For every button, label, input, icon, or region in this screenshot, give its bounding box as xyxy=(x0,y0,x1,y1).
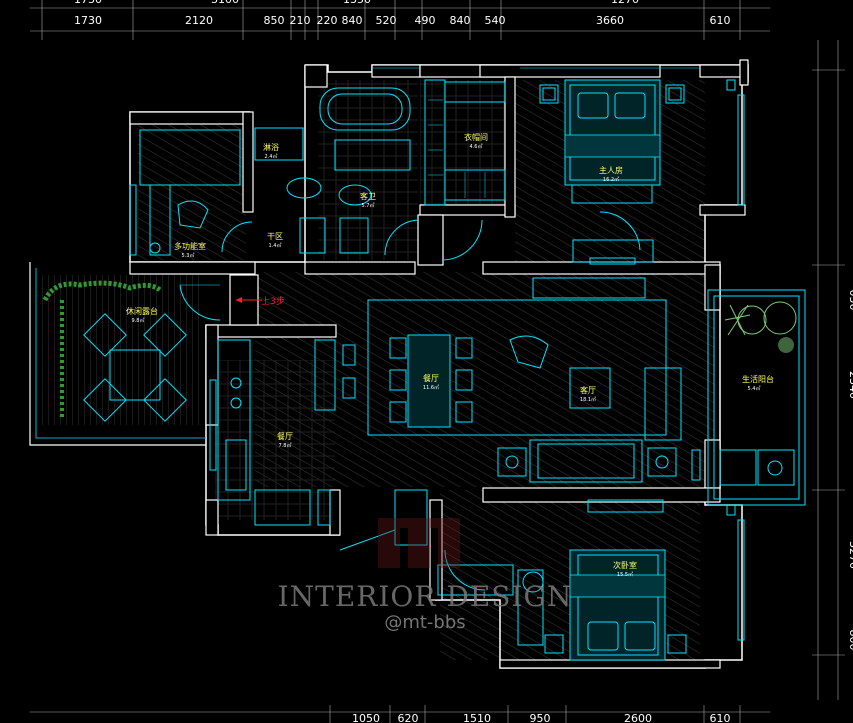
dim-bottom-1: 1050 xyxy=(352,712,380,723)
room-area-dry-area: 1.4㎡ xyxy=(269,242,282,249)
top-partial-dimensions: 1730 3100 1350 1270 xyxy=(74,0,639,6)
balcony-fixtures xyxy=(719,301,797,486)
room-area-living: 18.1㎡ xyxy=(580,396,596,403)
dim-right-3: 3270 xyxy=(847,541,853,569)
dim-top-partial-4: 1270 xyxy=(611,0,639,6)
terrace-dining-set xyxy=(42,280,187,422)
step-annotation: 上3步 xyxy=(236,296,285,307)
living-room-furniture xyxy=(497,257,682,483)
multifunction-room-furniture xyxy=(139,129,241,256)
bathroom-fixtures xyxy=(221,87,419,256)
room-name-master-bedroom: 主人房 xyxy=(599,165,623,175)
dim-top-10: 540 xyxy=(485,14,506,27)
dim-right-2: 2340 xyxy=(847,371,853,399)
dim-top-1: 1730 xyxy=(74,14,102,27)
room-name-second-bedroom: 次卧室 xyxy=(613,560,637,570)
room-name-closet: 衣帽间 xyxy=(464,132,488,142)
room-area-dining: 11.6㎡ xyxy=(423,384,439,391)
room-area-master-bedroom: 16.2㎡ xyxy=(603,176,619,183)
windows xyxy=(129,67,806,641)
dim-top-3: 850 xyxy=(264,14,285,27)
dim-bottom-6: 610 xyxy=(710,712,731,723)
right-dimensions: 050 2340 3270 800 xyxy=(847,290,853,651)
watermark-handle: @mt-bbs xyxy=(384,612,465,633)
bottom-dimensions: 1050 620 1510 950 2600 610 xyxy=(352,712,731,723)
dim-top-8: 490 xyxy=(415,14,436,27)
watermark-logo xyxy=(378,518,460,568)
room-name-kitchen-dining: 餐厅 xyxy=(277,432,293,441)
room-name-dining: 餐厅 xyxy=(423,374,439,383)
secondary-bed xyxy=(437,499,687,661)
furniture xyxy=(42,79,797,661)
room-area-kitchen-dining: 7.8㎡ xyxy=(279,442,292,449)
top-dimensions: 1730 2120 850 210 220 840 520 490 840 54… xyxy=(74,14,731,27)
watermark: INTERIOR DESIGN @mt-bbs xyxy=(278,518,573,633)
dim-top-12: 610 xyxy=(710,14,731,27)
room-name-living: 客厅 xyxy=(580,385,596,395)
dim-right-4: 800 xyxy=(847,630,853,651)
dim-bottom-5: 2600 xyxy=(624,712,652,723)
room-area-terrace: 9.8㎡ xyxy=(132,317,145,324)
dim-top-9: 840 xyxy=(450,14,471,27)
door-swings xyxy=(179,79,736,591)
dim-top-partial-3: 1350 xyxy=(343,0,371,6)
room-area-closet: 4.6㎡ xyxy=(470,143,483,150)
dim-top-4: 210 xyxy=(290,14,311,27)
dim-right-1: 050 xyxy=(847,290,853,311)
room-name-dry-area: 干区 xyxy=(267,232,283,241)
dim-top-7: 520 xyxy=(376,14,397,27)
room-area-balcony: 5.4㎡ xyxy=(748,385,761,392)
room-name-guest-bath: 客卫 xyxy=(360,191,376,201)
dim-top-partial-1: 1730 xyxy=(74,0,102,6)
dim-bottom-2: 620 xyxy=(398,712,419,723)
dim-top-6: 840 xyxy=(342,14,363,27)
dim-top-11: 3660 xyxy=(596,14,624,27)
master-bed xyxy=(539,79,685,263)
dim-bottom-3: 1510 xyxy=(463,712,491,723)
room-name-shower: 淋浴 xyxy=(263,142,279,152)
room-name-multifunction: 多功能室 xyxy=(174,241,206,251)
dim-top-partial-2: 3100 xyxy=(211,0,239,6)
dim-bottom-4: 950 xyxy=(530,712,551,723)
room-labels: 淋浴 2.4㎡ 衣帽间 4.6㎡ 主人房 16.2㎡ 客卫 5.7㎡ 干区 1.… xyxy=(126,132,774,578)
dim-top-2: 2120 xyxy=(185,14,213,27)
kitchen-fixtures xyxy=(217,339,428,551)
dimension-lines xyxy=(30,0,845,723)
room-name-terrace: 休闲露台 xyxy=(126,306,158,316)
room-area-multifunction: 5.3㎡ xyxy=(182,252,195,259)
room-area-shower: 2.4㎡ xyxy=(265,153,278,160)
room-area-guest-bath: 5.7㎡ xyxy=(362,202,375,209)
dim-top-5: 220 xyxy=(317,14,338,27)
room-name-balcony: 生活阳台 xyxy=(742,374,774,384)
watermark-title: INTERIOR DESIGN xyxy=(278,580,573,613)
room-area-second-bedroom: 15.5㎡ xyxy=(617,571,633,578)
step-label: 上3步 xyxy=(261,296,285,307)
walk-in-closet xyxy=(424,79,506,206)
